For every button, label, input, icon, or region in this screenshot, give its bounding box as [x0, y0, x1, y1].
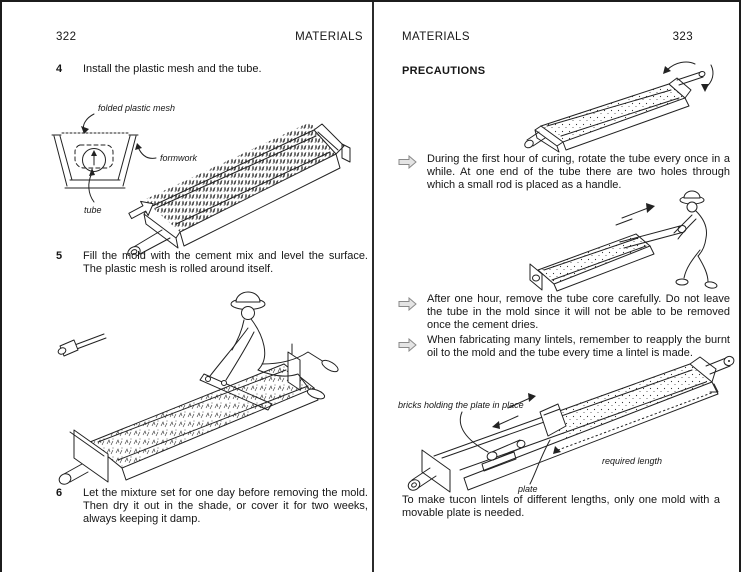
right-running-head: MATERIALS — [402, 31, 470, 43]
step-4-text: Install the plastic mesh and the tube. — [83, 63, 262, 75]
step-6-number: 6 — [56, 487, 63, 499]
left-running-head: MATERIALS — [295, 31, 363, 43]
label-tube: tube — [84, 205, 102, 215]
figure-man-removing-tube — [524, 188, 738, 294]
label-required-length: required length — [602, 456, 662, 466]
hollow-up-right-arrow-icon — [126, 197, 156, 223]
step-6-text: Let the mixture set for one day before r… — [83, 487, 368, 525]
closing-text: To make tucon lintels of different lengt… — [402, 494, 720, 519]
figure-mold-movable-plate: bricks holding the plate in place requir… — [398, 352, 741, 494]
precaution-2-text: After one hour, remove the tube core car… — [427, 293, 730, 331]
right-page: MATERIALS 323 PRECAUTIONS — [374, 2, 741, 572]
left-page-number: 322 — [56, 31, 77, 43]
figure-man-leveling-mold — [52, 284, 374, 488]
figure-mold-with-mesh — [118, 122, 370, 256]
label-folded-plastic-mesh: folded plastic mesh — [98, 103, 175, 113]
precaution-1-text: During the first hour of curing, rotate … — [427, 153, 730, 191]
curved-rotation-arrows-icon — [663, 62, 713, 92]
step-4-number: 4 — [56, 63, 63, 75]
page-divider — [372, 2, 374, 572]
label-formwork: formwork — [160, 153, 198, 163]
left-page: 322 MATERIALS 4 Install the plastic mesh… — [2, 2, 373, 572]
3d-right-arrow-icon — [398, 338, 418, 352]
label-bricks-holding-plate: bricks holding the plate in place — [398, 400, 524, 410]
label-plate: plate — [517, 484, 538, 494]
step-5-number: 5 — [56, 250, 63, 262]
figure-formwork-cross-section: folded plastic mesh formwork tube — [42, 103, 198, 215]
3d-right-arrow-icon — [398, 297, 418, 311]
section-heading-precautions: PRECAUTIONS — [402, 65, 486, 77]
3d-right-arrow-icon — [398, 155, 418, 169]
step-5-text: Fill the mold with the cement mix and le… — [83, 250, 368, 275]
figure-rotate-tube — [519, 60, 731, 156]
precaution-3-text: When fabricating many lintels, remember … — [427, 334, 730, 359]
right-page-number: 323 — [672, 31, 693, 43]
